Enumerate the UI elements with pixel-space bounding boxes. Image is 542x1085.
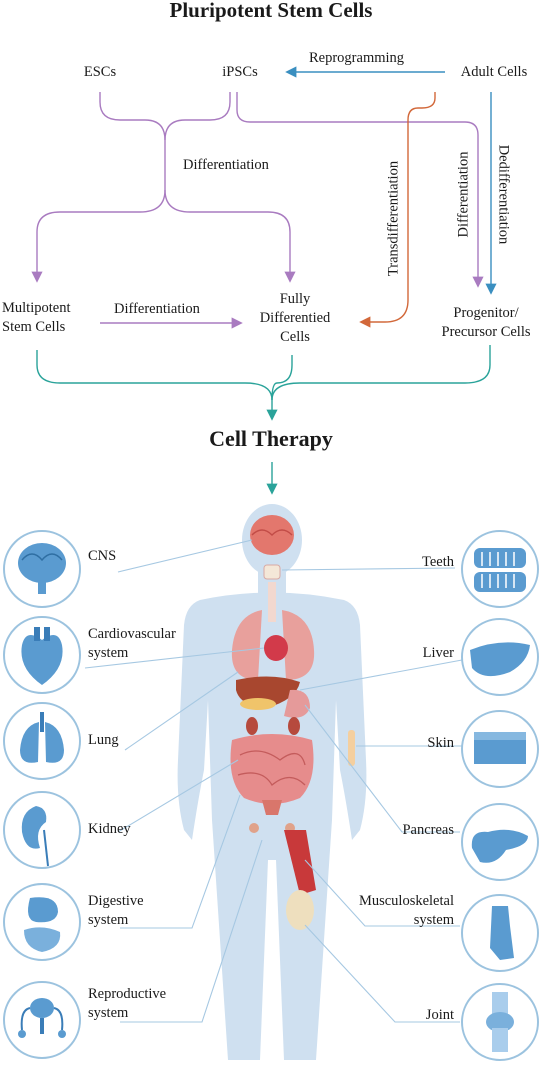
edge-label-reprogramming: Reprogramming: [309, 50, 405, 66]
fully-line-1: Fully: [279, 291, 311, 307]
multipotent-line-1: Multipotent: [2, 300, 71, 316]
edge-to-fully: [164, 189, 296, 283]
organ-label-pancreas: Pancreas: [402, 821, 454, 840]
teeth-icon: [461, 530, 539, 608]
organ-label-joint: Joint: [426, 1006, 454, 1025]
icons-right: [461, 530, 539, 1061]
lungs-organ: [231, 610, 262, 680]
digestive-icon: [3, 883, 81, 961]
heart-icon: [3, 616, 81, 694]
heart-organ: [264, 635, 288, 661]
cns-icon: [3, 530, 81, 608]
intestines-organ: [230, 734, 314, 804]
fully-line-2: Differentied: [259, 310, 331, 326]
edge-label-transdifferentiation: Transdifferentiation: [385, 160, 402, 277]
node-ipscs: iPSCs: [222, 64, 258, 80]
kidney-icon: [3, 791, 81, 869]
joint-icon: [461, 983, 539, 1061]
cell-therapy-title: Cell Therapy: [209, 426, 333, 451]
skin-label-line-1: Skin: [427, 735, 454, 751]
edge-label-differentiation-vert: Differentiation: [455, 151, 472, 238]
node-fully-differentiated: Fully Differentied Cells: [240, 290, 350, 347]
leader-lines: [84, 539, 463, 1023]
edge-label-dedifferentiation: Dedifferentiation: [495, 144, 512, 245]
organ-label-cns: CNS: [88, 547, 116, 566]
digestive-label-line-1: Digestive: [88, 893, 144, 909]
organ-label-cardiovascular: Cardiovascular system: [88, 625, 176, 663]
organ-label-teeth: Teeth: [422, 553, 454, 572]
edge-conv-mid: [271, 355, 293, 401]
musculoskeletal-label-line-2: system: [413, 912, 454, 928]
edge-conv-right: [271, 345, 491, 401]
organ-label-lung: Lung: [88, 731, 119, 750]
node-progenitor: Progenitor/ Precursor Cells: [428, 304, 542, 342]
teeth-organ: [263, 564, 281, 580]
pancreas-icon: [461, 803, 539, 881]
edge-label-differentiation-mid: Differentiation: [114, 301, 200, 317]
liver-label-line-1: Liver: [422, 645, 454, 661]
pancreas-label-line-1: Pancreas: [402, 822, 454, 838]
organ-label-skin: Skin: [427, 734, 454, 753]
edge-escs-merge: [99, 92, 166, 141]
cardiovascular-label-line-2: system: [88, 645, 129, 661]
cardiovascular-label-line-1: Cardiovascular: [88, 626, 176, 642]
fully-line-3: Cells: [280, 329, 310, 345]
node-escs: ESCs: [83, 64, 117, 80]
progenitor-line-1: Progenitor/: [453, 305, 519, 321]
organ-label-kidney: Kidney: [88, 820, 131, 839]
edge-to-multipotent: [31, 189, 166, 283]
edge-label-differentiation-top: Differentiation: [183, 157, 269, 173]
organ-label-digestive: Digestive system: [88, 892, 144, 930]
digestive-label-line-2: system: [88, 912, 129, 928]
reproductive-organ: [262, 800, 282, 815]
liver-icon: [461, 618, 539, 696]
kidney-organ: [246, 717, 258, 735]
lung-icon: [3, 702, 81, 780]
progenitor-line-2: Precursor Cells: [441, 324, 531, 340]
reproductive-icon: [3, 981, 81, 1059]
teeth-label-line-1: Teeth: [422, 554, 454, 570]
kidney-label-line-1: Kidney: [88, 821, 131, 837]
cns-label-line-1: CNS: [88, 548, 117, 564]
edge-ipscs-merge: [164, 92, 231, 141]
diagram-title: Pluripotent Stem Cells: [169, 0, 373, 22]
icons-left: [3, 530, 81, 1059]
edge-ipscs-progenitor: [236, 92, 484, 288]
reproductive-label-line-1: Reproductive: [88, 986, 167, 1002]
skin-icon: [461, 710, 539, 788]
reproductive-label-line-2: system: [88, 1005, 129, 1021]
musculoskeletal-icon: [461, 894, 539, 972]
organ-label-reproductive: Reproductive system: [88, 985, 166, 1023]
multipotent-line-2: Stem Cells: [2, 319, 66, 335]
human-body-figure: [177, 504, 367, 1060]
organ-label-musculoskeletal: Musculoskeletal system: [359, 892, 454, 930]
muscle-organ: [284, 830, 316, 895]
organ-label-liver: Liver: [423, 644, 454, 663]
edge-transdifferentiation: [359, 92, 436, 328]
lung-label-line-1: Lung: [88, 732, 119, 748]
joint-label-line-1: Joint: [425, 1007, 454, 1023]
skin-patch: [348, 730, 355, 766]
edge-conv-left: [36, 350, 273, 401]
node-multipotent: Multipotent Stem Cells: [2, 299, 70, 337]
musculoskeletal-label-line-1: Musculoskeletal: [358, 893, 454, 909]
pancreas-organ: [240, 698, 276, 710]
node-adult-cells: Adult Cells: [460, 64, 528, 80]
knee-joint-organ: [286, 890, 314, 930]
flow-edges: [31, 66, 497, 495]
